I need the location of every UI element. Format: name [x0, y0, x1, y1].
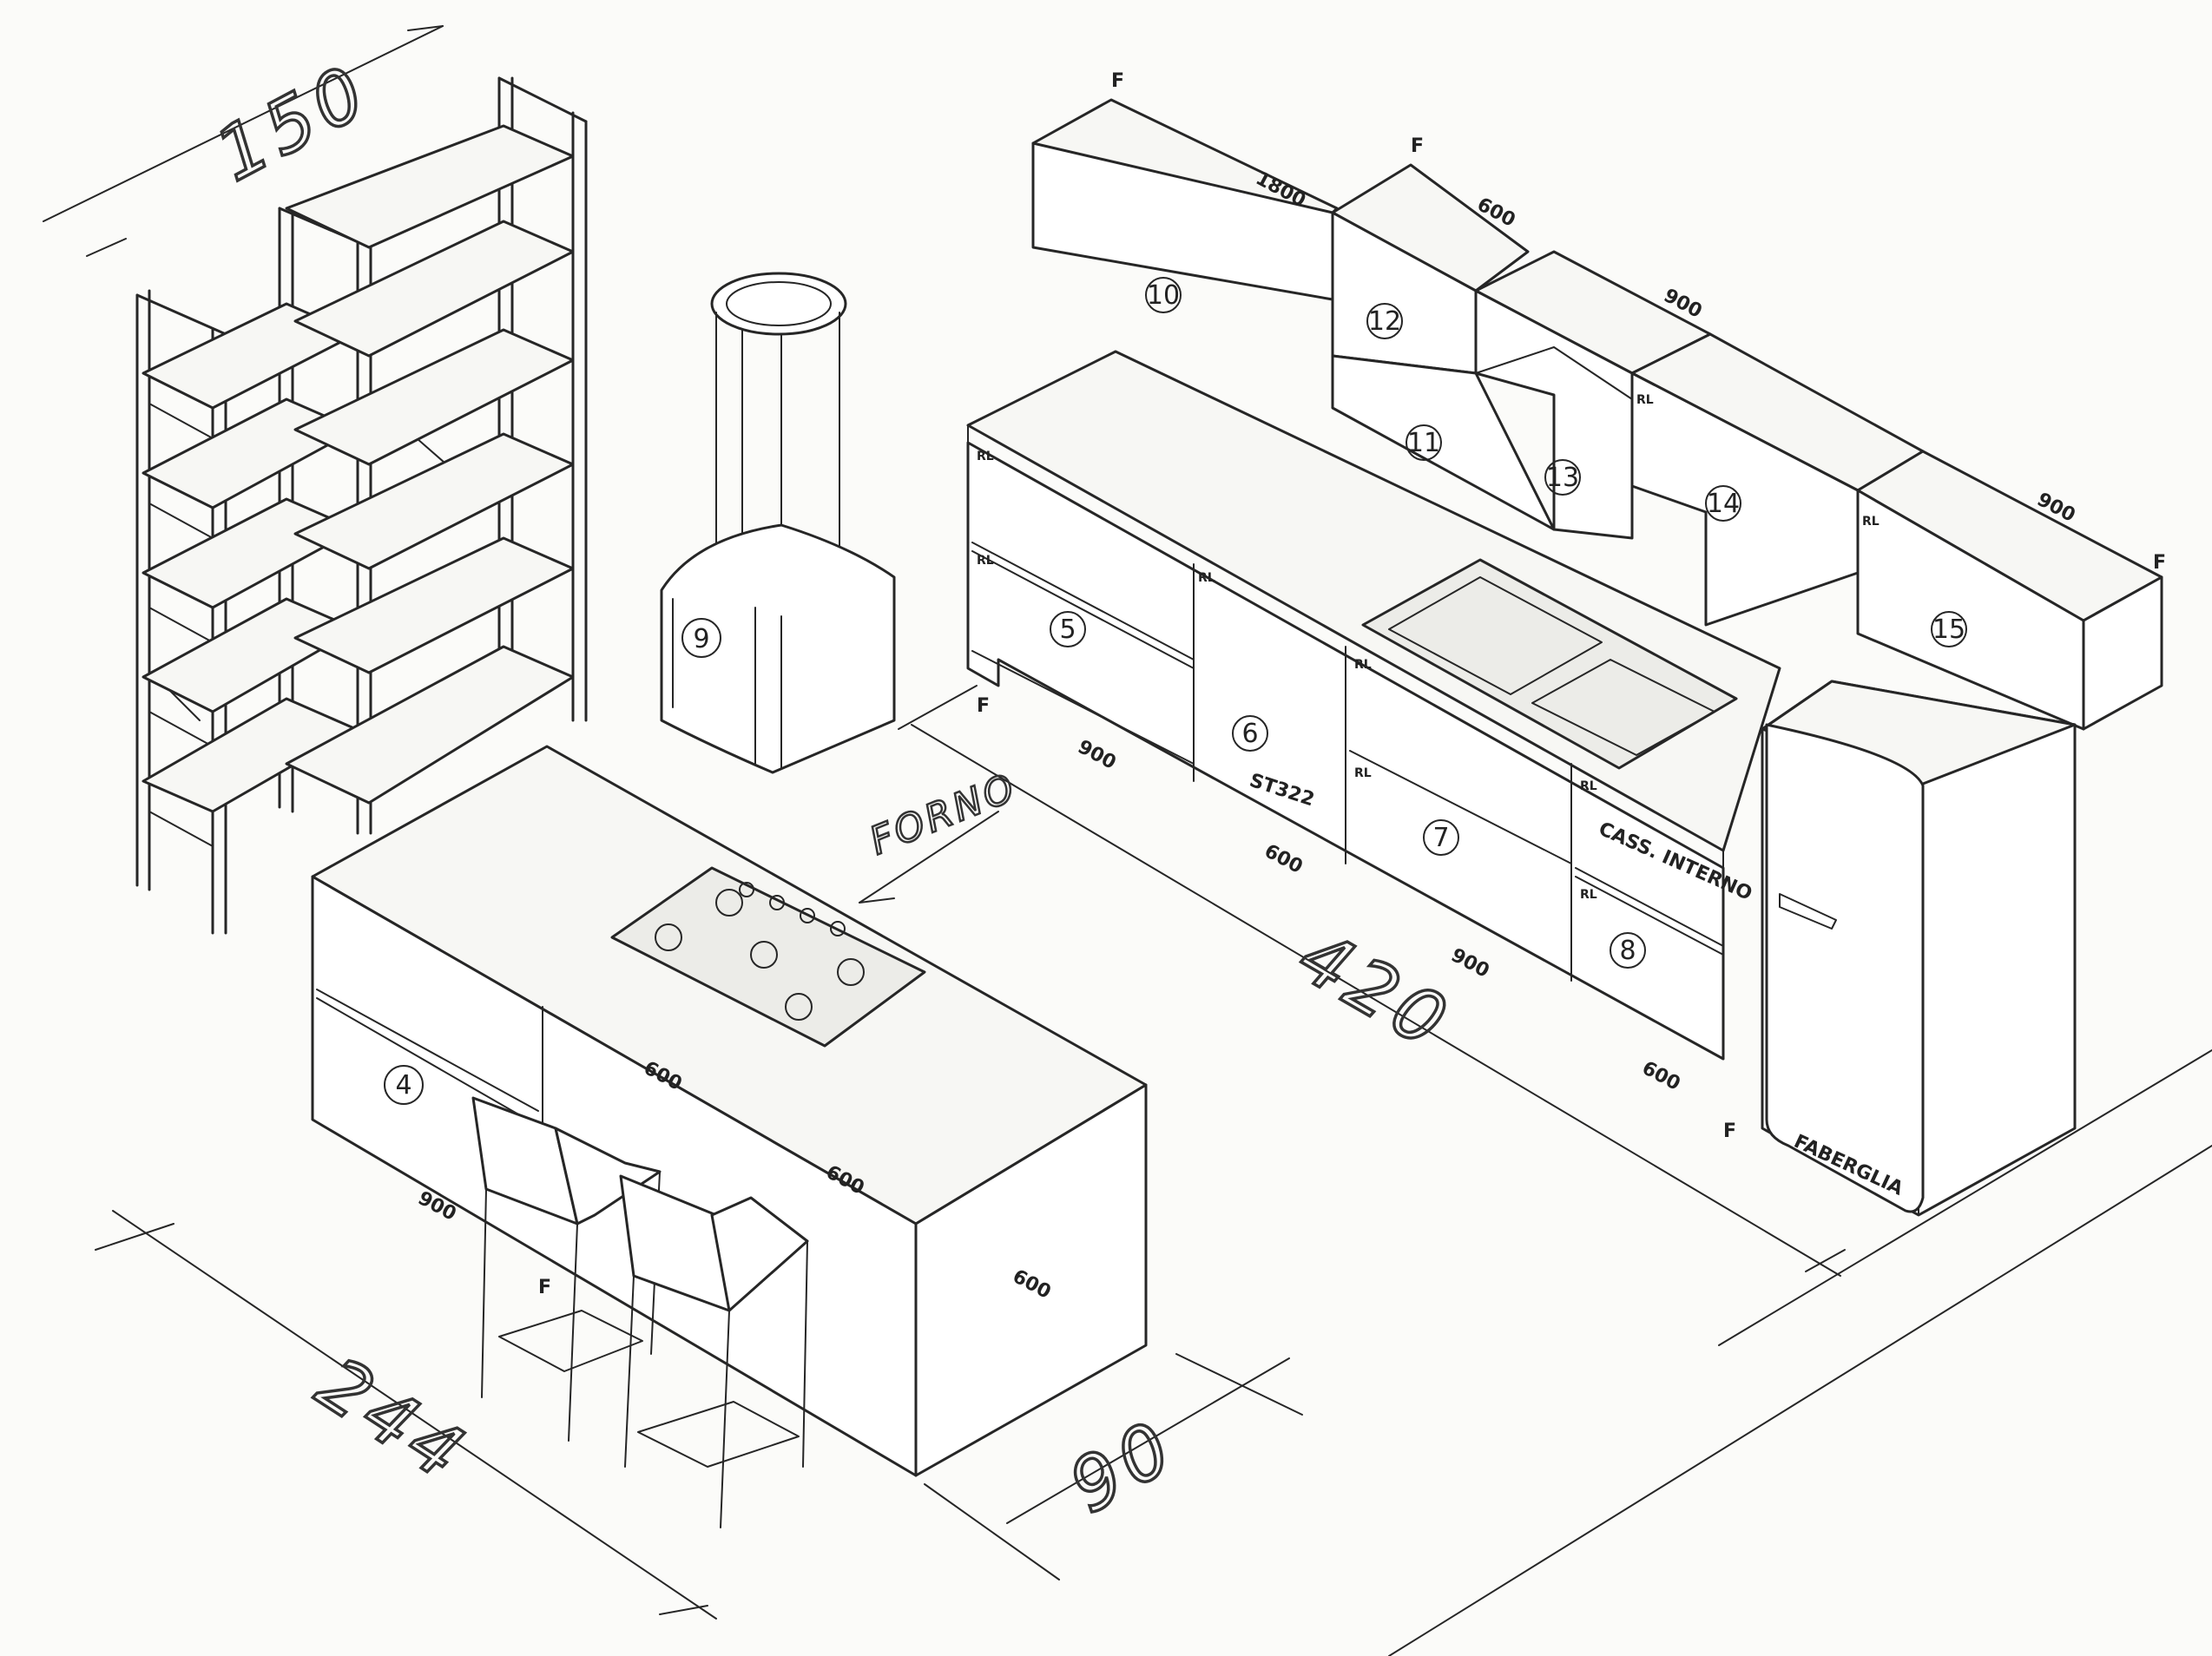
mark-rl-7a: RL	[1354, 658, 1372, 672]
bar-stools	[471, 1096, 809, 1528]
mark-f-10: F	[1111, 70, 1124, 92]
width-8: 600	[1638, 1057, 1683, 1095]
module-15-number: 15	[1932, 614, 1965, 645]
module-4-number: 4	[395, 1070, 411, 1101]
module-14-number: 14	[1707, 489, 1740, 519]
mark-rl-5a: RL	[977, 450, 994, 463]
dim-244-label: 244	[303, 1341, 484, 1500]
mark-rl-6: RL	[1198, 571, 1215, 585]
mark-rl-8a: RL	[1580, 779, 1597, 793]
wall-units: 10 1800 F 12 600 F 11 13 900 14 RL 15 90…	[1031, 70, 2166, 731]
dim-420-label: 420	[1285, 913, 1466, 1067]
fridge: FABERGLIA	[1761, 680, 2077, 1217]
module-8-number: 8	[1619, 936, 1636, 966]
sink	[1361, 558, 1738, 770]
module-11-number: 11	[1407, 428, 1440, 458]
mark-rl-7b: RL	[1354, 766, 1372, 780]
module-6-number: 6	[1241, 719, 1258, 749]
width-6: 600	[1261, 840, 1306, 878]
module-7-number: 7	[1432, 823, 1449, 853]
mark-rl-14: RL	[1636, 393, 1654, 407]
oven-callout: FORNO	[859, 764, 1024, 904]
module-9-badge	[681, 618, 721, 658]
module-5-number: 5	[1059, 614, 1076, 645]
island: 4 900 600 600 600 F	[311, 745, 1148, 1477]
dim-90-label: 90	[1056, 1403, 1190, 1529]
module-10-number: 10	[1147, 280, 1180, 311]
oven-label: FORNO	[864, 765, 1024, 864]
cooktop	[610, 866, 926, 1048]
hood-unit: 9	[660, 272, 896, 774]
mark-rl-15: RL	[1862, 515, 1880, 529]
mark-rl-5b: RL	[977, 554, 994, 568]
module-13-number: 13	[1546, 463, 1579, 493]
width-7: 900	[1447, 944, 1492, 982]
mark-f-12: F	[1411, 135, 1424, 157]
module-9-number: 9	[693, 624, 709, 654]
shelving-unit	[135, 76, 588, 935]
width-5: 900	[1074, 736, 1119, 774]
mark-f-island: F	[538, 1277, 551, 1298]
floor-lines	[1388, 1049, 2212, 1656]
mark-rl-8b: RL	[1580, 888, 1597, 902]
base-units: 5 RL RL 6 ST322 RL 7 RL RL 8 CASS. INTER…	[966, 350, 1781, 1142]
module-12-number: 12	[1368, 306, 1401, 337]
dim-150-label: 150	[202, 48, 384, 198]
mark-f-base-start: F	[977, 695, 990, 717]
mark-f-15: F	[2153, 552, 2166, 574]
mark-f-base-end: F	[1723, 1120, 1736, 1142]
